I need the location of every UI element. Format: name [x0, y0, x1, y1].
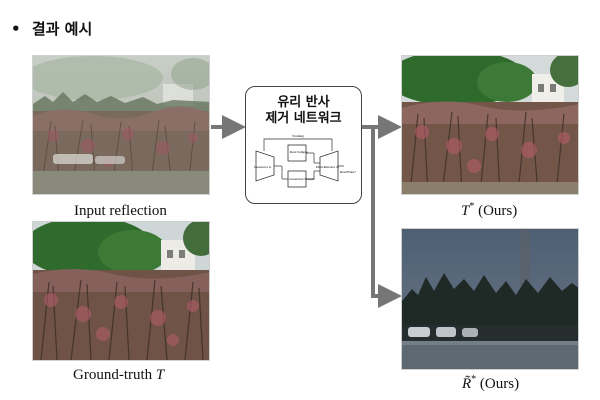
network-title-line2: 제거 네트워크: [265, 111, 342, 126]
bullet: •: [11, 20, 21, 38]
reflection-caption: R̃* (Ours): [462, 374, 520, 393]
input-reflection-caption: Input reflection: [74, 203, 167, 219]
input-reflection-image: [32, 55, 210, 195]
generated-sample-label: Generated Sample: [289, 177, 315, 181]
title-text: 결과 예시: [31, 20, 93, 38]
network-box: 유리 반사 제거 네트워크 Generator G Real Sample Ge…: [245, 86, 362, 204]
discriminator-label: Discriminator D: [316, 165, 339, 169]
network-title-line1: 유리 반사: [277, 95, 330, 110]
ground-truth-caption: Ground-truth T: [73, 367, 165, 383]
generator-label: Generator G: [254, 165, 272, 169]
training-label: Training: [292, 134, 304, 138]
real-sample-label: Real Sample: [290, 150, 308, 154]
ground-truth-image: [32, 221, 210, 361]
transmission-caption: T* (Ours): [461, 201, 518, 220]
output-label: Real/Fake?: [340, 170, 356, 174]
transmission-output-image: [401, 55, 579, 195]
reflection-output-image: [401, 228, 579, 370]
gan-diagram: Generator G Real Sample Generated Sample…: [254, 134, 356, 188]
page-title: • 결과 예시: [11, 18, 92, 39]
